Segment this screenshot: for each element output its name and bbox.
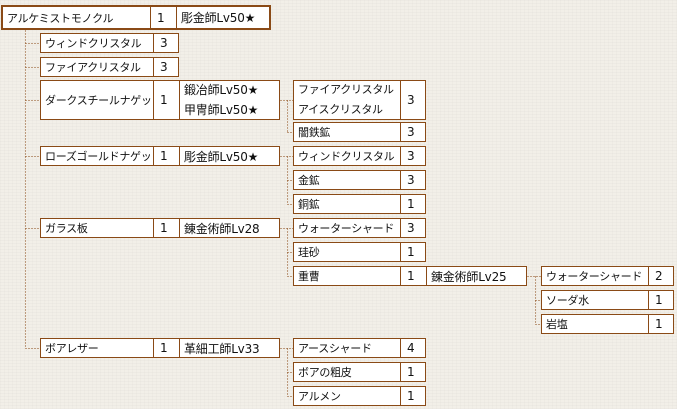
material-node[interactable]: ウォーターシャード 2 (541, 266, 674, 286)
material-node[interactable]: アルメン 1 (293, 386, 426, 406)
item-quantity: 2 (655, 269, 663, 283)
material-node[interactable]: 岩塩 1 (541, 314, 674, 334)
item-quantity: 1 (655, 317, 663, 331)
material-node[interactable]: ダークスチールナゲット 1 鍛冶師Lv50★ 甲冑師Lv50★ (40, 80, 280, 120)
item-quantity: 1 (154, 147, 180, 165)
material-node[interactable]: ファイアクリスタル 3 (40, 57, 179, 77)
item-quantity: 3 (160, 36, 168, 50)
item-name: 岩塩 (542, 315, 649, 333)
item-quantity: 1 (401, 267, 427, 285)
item-name: ガラス板 (41, 219, 154, 237)
item-quantity: 1 (407, 365, 415, 379)
material-node[interactable]: 珪砂 1 (293, 242, 426, 262)
recipe-node[interactable]: アルケミストモノクル 1 彫金師Lv50★ (1, 5, 271, 30)
item-name: 金鉱 (294, 171, 401, 189)
material-node[interactable]: ウィンドクリスタル 3 (40, 33, 179, 53)
material-node[interactable]: ボアの粗皮 1 (293, 362, 426, 382)
material-node[interactable]: 金鉱 3 (293, 170, 426, 190)
material-node[interactable]: アースシャード 4 (293, 338, 426, 358)
material-node[interactable]: ウィンドクリスタル 3 (293, 146, 426, 166)
crafter-job: 革細工師Lv33 (184, 341, 260, 356)
item-name: アルメン (294, 387, 401, 405)
material-node[interactable]: ガラス板 1 錬金術師Lv28 (40, 218, 280, 238)
item-name: ファイアクリスタル (298, 83, 394, 96)
item-name: アースシャード (294, 339, 401, 357)
item-name: アルケミストモノクル (3, 7, 151, 28)
item-quantity: 3 (407, 221, 415, 235)
item-name: ボアの粗皮 (294, 363, 401, 381)
item-name: ダークスチールナゲット (41, 81, 154, 119)
material-node[interactable]: 闇鉄鉱 3 (293, 122, 426, 142)
item-name: ウィンドクリスタル (294, 147, 401, 165)
crafter-job: 鍛冶師Lv50★ (184, 83, 259, 97)
item-quantity: 1 (407, 197, 415, 211)
item-quantity: 1 (154, 81, 180, 119)
item-name: ウィンドクリスタル (41, 34, 154, 52)
item-quantity: 1 (407, 245, 415, 259)
item-names: ファイアクリスタル アイスクリスタル (294, 81, 401, 119)
item-quantity: 1 (407, 389, 415, 403)
crafter-job: 彫金師Lv50★ (181, 11, 256, 25)
item-name: ファイアクリスタル (41, 58, 154, 76)
item-name: 珪砂 (294, 243, 401, 261)
crafter-job: 甲冑師Lv50★ (184, 103, 259, 117)
item-quantity: 1 (151, 7, 177, 28)
item-quantity: 1 (655, 293, 663, 307)
material-node[interactable]: 銅鉱 1 (293, 194, 426, 214)
item-quantity: 3 (407, 149, 415, 163)
item-name: 銅鉱 (294, 195, 401, 213)
crafter-job: 錬金術師Lv25 (431, 269, 507, 284)
item-name: ボアレザー (41, 339, 154, 357)
item-quantity: 3 (160, 60, 168, 74)
item-quantity: 4 (407, 341, 415, 355)
item-quantity: 1 (154, 219, 180, 237)
item-quantity: 1 (154, 339, 180, 357)
material-node[interactable]: ボアレザー 1 革細工師Lv33 (40, 338, 280, 358)
item-name: アイスクリスタル (298, 103, 383, 116)
item-quantity: 3 (407, 173, 415, 187)
item-quantity: 3 (407, 93, 415, 107)
item-name: 闇鉄鉱 (294, 123, 401, 141)
crafter-jobs: 鍛冶師Lv50★ 甲冑師Lv50★ (180, 81, 279, 119)
material-node[interactable]: ファイアクリスタル アイスクリスタル 3 (293, 80, 426, 120)
item-name: ソーダ水 (542, 291, 649, 309)
item-name: 重曹 (294, 267, 401, 285)
item-quantity: 3 (407, 125, 415, 139)
crafter-job: 彫金師Lv50★ (184, 149, 259, 164)
item-name: ウォーターシャード (542, 267, 649, 285)
item-name: ローズゴールドナゲット (41, 147, 154, 165)
material-node[interactable]: 重曹 1 錬金術師Lv25 (293, 266, 527, 286)
material-node[interactable]: ウォーターシャード 3 (293, 218, 426, 238)
material-node[interactable]: ソーダ水 1 (541, 290, 674, 310)
material-node[interactable]: ローズゴールドナゲット 1 彫金師Lv50★ (40, 146, 280, 166)
item-name: ウォーターシャード (294, 219, 401, 237)
crafter-job: 錬金術師Lv28 (184, 221, 260, 236)
